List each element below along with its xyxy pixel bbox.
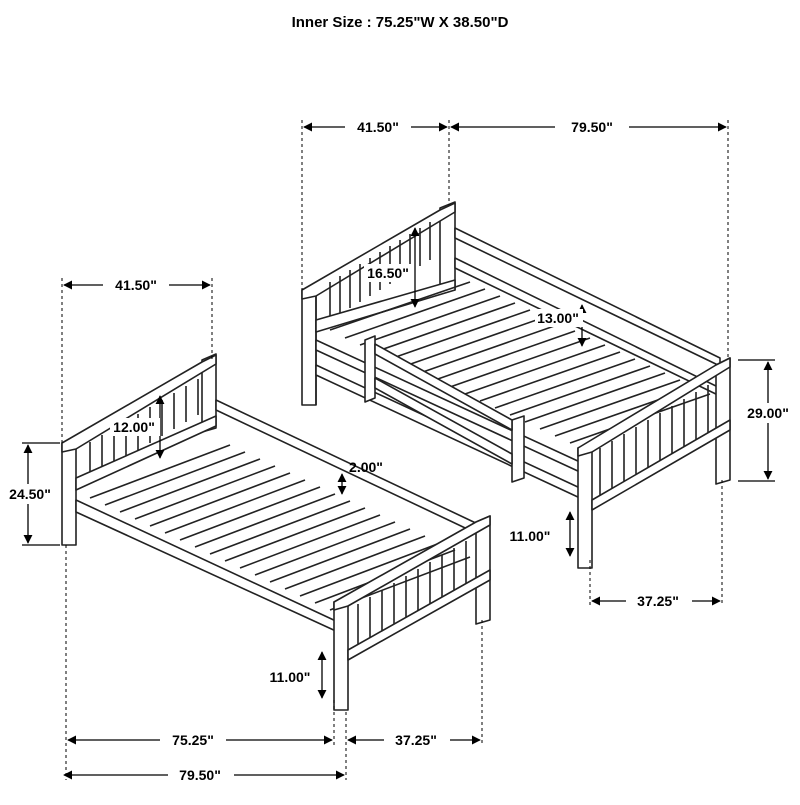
bottom-leg-height-label: 11.00" xyxy=(270,669,311,685)
top-overall-height-label: 29.00" xyxy=(747,405,789,421)
top-headboard-height-label: 16.50" xyxy=(367,265,409,281)
top-width-label: 41.50" xyxy=(357,119,399,135)
inner-size-title: Inner Size : 75.25"W X 38.50"D xyxy=(291,14,509,31)
bottom-slat-gap-label: 2.00" xyxy=(349,459,383,475)
top-bunk xyxy=(301,201,731,569)
top-slats xyxy=(329,281,711,444)
bottom-slats xyxy=(89,444,471,611)
bottom-inner-length-label: 75.25" xyxy=(172,732,214,748)
bottom-width-label: 41.50" xyxy=(115,277,157,293)
dimension-labels: 41.50" 79.50" 16.50" 13.00" 29.00" 11.00… xyxy=(2,117,794,785)
bottom-bunk xyxy=(61,353,491,711)
bottom-overall-length-label: 79.50" xyxy=(179,767,221,783)
top-guardrail-height-label: 13.00" xyxy=(537,310,579,326)
dimension-lines xyxy=(22,120,775,780)
bottom-overall-height-label: 24.50" xyxy=(9,486,51,502)
top-length-label: 79.50" xyxy=(571,119,613,135)
bottom-headboard-height-label: 12.00" xyxy=(113,419,155,435)
top-leg-height-label: 11.00" xyxy=(510,528,551,544)
bottom-foot-width-label: 37.25" xyxy=(395,732,437,748)
top-foot-width-label: 37.25" xyxy=(637,593,679,609)
bottom-footboard-slats xyxy=(357,541,467,650)
